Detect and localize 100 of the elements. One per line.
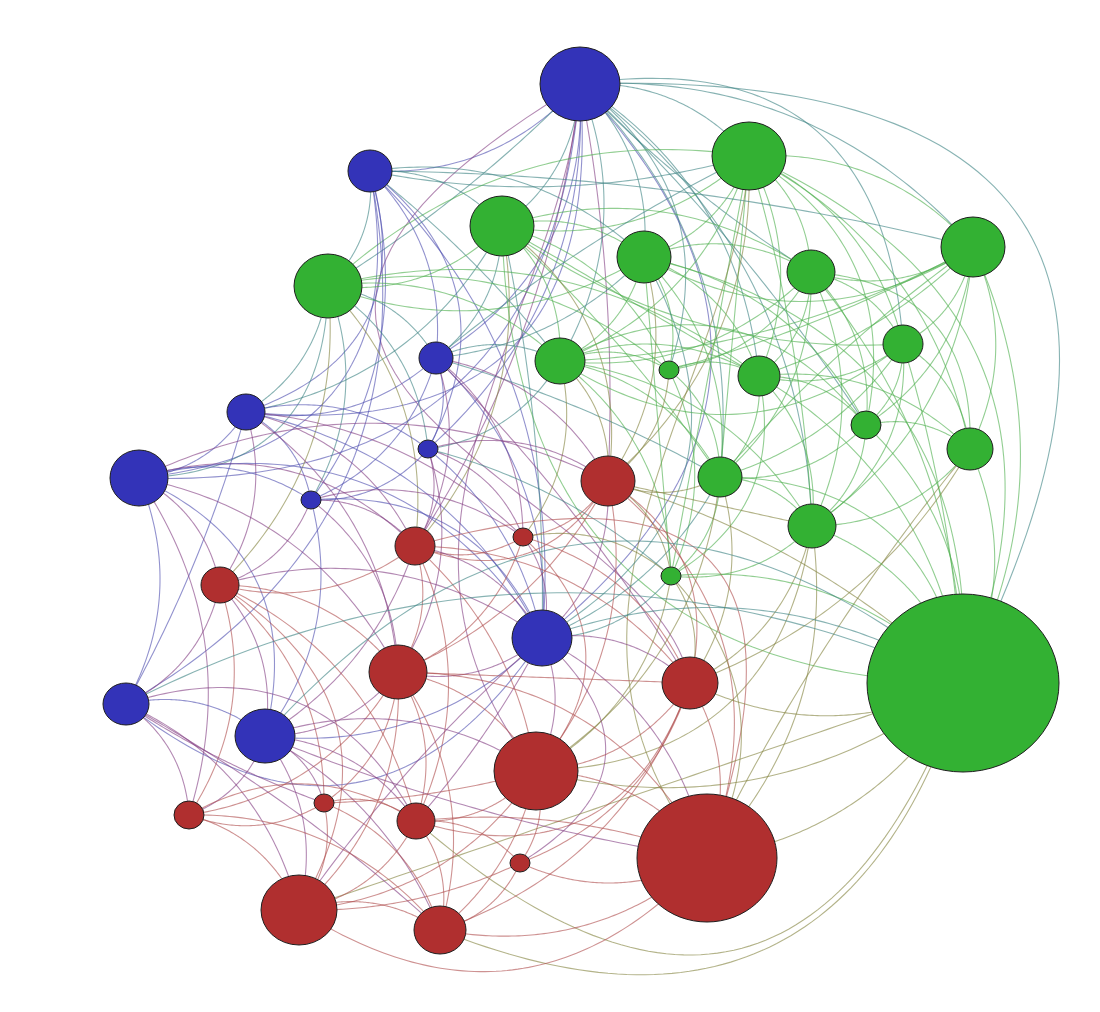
- curved-edge: [774, 755, 910, 843]
- curved-edge: [528, 241, 742, 367]
- curved-edge: [361, 282, 543, 346]
- curved-edge: [231, 598, 269, 710]
- curved-edge: [145, 601, 216, 694]
- curved-edge: [164, 422, 585, 471]
- curved-edge: [374, 103, 684, 659]
- curved-edge: [330, 903, 659, 973]
- curved-edge: [772, 390, 814, 505]
- curved-edge: [235, 594, 344, 880]
- curved-edge: [360, 268, 743, 365]
- curved-edge: [355, 110, 554, 269]
- curved-edge: [162, 492, 217, 569]
- curved-edge: [830, 362, 905, 514]
- curved-edge: [349, 310, 419, 528]
- curved-edge: [680, 540, 796, 578]
- curved-edge: [320, 499, 402, 533]
- curved-edge: [569, 606, 880, 641]
- curved-edge: [675, 375, 720, 458]
- network-node: [260, 874, 338, 946]
- curved-edge: [833, 262, 947, 282]
- curved-edge: [626, 189, 747, 805]
- curved-edge: [448, 171, 718, 349]
- curved-edge: [384, 186, 439, 343]
- curved-edge: [875, 434, 961, 595]
- curved-edge: [533, 220, 623, 243]
- curved-edge: [331, 698, 395, 798]
- curved-edge: [529, 543, 587, 740]
- curved-edge: [619, 82, 1061, 602]
- curved-edge: [907, 361, 956, 595]
- curved-edge: [280, 508, 322, 714]
- curved-edge: [877, 276, 970, 418]
- curved-edge: [352, 149, 713, 265]
- curved-edge: [289, 750, 431, 909]
- curved-edge: [293, 718, 501, 752]
- curved-edge: [143, 660, 527, 787]
- curved-edge: [528, 383, 568, 531]
- curved-edge: [532, 532, 665, 571]
- curved-edge: [669, 263, 963, 595]
- curved-edge: [569, 584, 670, 749]
- network-node: [300, 490, 322, 510]
- curved-edge: [458, 808, 527, 914]
- curved-edge: [675, 583, 696, 658]
- curved-edge: [627, 497, 735, 797]
- network-node: [940, 216, 1006, 278]
- curved-edge: [431, 372, 444, 442]
- curved-edge: [452, 360, 596, 460]
- curved-edge: [391, 164, 714, 188]
- curved-edge: [426, 672, 673, 804]
- curved-edge: [145, 713, 290, 877]
- curved-edge: [360, 275, 663, 365]
- curved-edge: [291, 746, 639, 847]
- curved-edge: [167, 120, 577, 480]
- curved-edge: [528, 866, 642, 884]
- curved-edge: [463, 766, 932, 976]
- curved-edge: [448, 368, 524, 529]
- curved-edge: [391, 166, 625, 241]
- curved-edge: [260, 422, 396, 646]
- curved-edge: [135, 428, 242, 686]
- curved-edge: [167, 191, 379, 475]
- curved-edge: [778, 175, 875, 412]
- network-node: [512, 527, 534, 547]
- curved-edge: [433, 517, 747, 798]
- network-node: [102, 682, 150, 726]
- curved-edge: [279, 758, 307, 877]
- network-node: [313, 793, 335, 813]
- curved-edge: [336, 802, 513, 906]
- curved-edge: [359, 269, 622, 312]
- curved-edge: [148, 698, 242, 721]
- network-node: [534, 337, 586, 385]
- curved-edge: [434, 816, 642, 838]
- curved-edge: [669, 262, 860, 414]
- network-node: [786, 249, 836, 295]
- curved-edge: [433, 549, 528, 615]
- curved-edge: [153, 501, 209, 803]
- curved-edge: [166, 462, 527, 615]
- curved-edge: [678, 290, 800, 369]
- curved-edge: [567, 652, 690, 797]
- curved-edge: [570, 118, 605, 341]
- curved-edge: [423, 545, 521, 661]
- curved-edge: [425, 678, 515, 739]
- curved-edge: [261, 421, 310, 492]
- curved-edge: [324, 698, 399, 885]
- curved-edge: [135, 503, 161, 686]
- curved-edge: [748, 547, 818, 808]
- curved-edge: [144, 715, 316, 801]
- network-node: [866, 593, 1060, 773]
- network-node: [661, 656, 719, 710]
- curved-edge: [465, 896, 653, 937]
- network-node: [396, 802, 436, 840]
- curved-edge: [203, 814, 425, 912]
- curved-edge: [294, 657, 522, 739]
- curved-edge: [678, 261, 946, 368]
- curved-edge: [294, 739, 406, 807]
- curved-edge: [434, 120, 582, 444]
- curved-edge: [834, 274, 971, 429]
- network-node: [493, 731, 579, 811]
- curved-edge: [677, 496, 719, 571]
- curved-edge: [507, 254, 543, 611]
- network-node: [636, 793, 778, 923]
